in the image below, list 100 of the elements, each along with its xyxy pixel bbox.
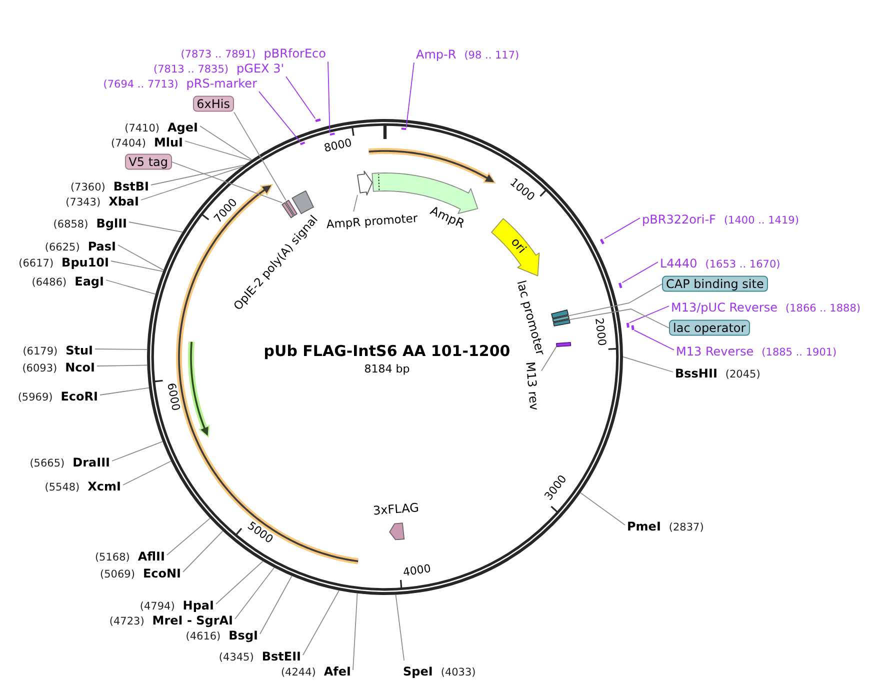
site-position: (5969) <box>18 391 53 404</box>
leader-line <box>200 126 252 160</box>
enzyme-name: EagI <box>74 274 104 289</box>
enzyme-name: HpaI <box>182 598 214 613</box>
site-position: (5069) <box>100 568 135 581</box>
leader-line <box>216 560 264 604</box>
enzyme-name: AgeI <box>168 120 198 135</box>
primer-position: (98 .. 117) <box>464 49 520 62</box>
site-position: (7343) <box>66 196 101 209</box>
site-position: (5168) <box>94 551 130 564</box>
enzyme-name: BstEII <box>262 649 301 664</box>
enzyme-name: BstBI <box>113 179 149 194</box>
site-position: (4616) <box>186 630 221 643</box>
enzyme-name: NcoI <box>65 360 95 375</box>
enzyme-name: BsgI <box>228 628 258 643</box>
enzyme-name: SpeI <box>403 664 433 679</box>
feature-label: ori <box>507 235 528 256</box>
enzyme-name: XbaI <box>108 194 139 209</box>
leader-line <box>541 346 557 372</box>
leader-line <box>628 306 670 324</box>
feature-label: AmpR promoter <box>326 212 418 232</box>
primer-position: (7694 .. 7713) <box>103 78 178 91</box>
site-position: (4723) <box>109 615 144 628</box>
leader-line <box>182 530 224 572</box>
primer-name: pBR322ori-F <box>642 212 716 227</box>
primer-position: (1866 .. 1888) <box>786 302 860 315</box>
leader-line <box>580 492 626 526</box>
site-position: (4794) <box>140 600 175 613</box>
primer-name: M13/pUC Reverse <box>671 300 778 315</box>
leader-line <box>118 244 164 271</box>
leader-line <box>568 284 662 316</box>
primer-position: (1653 .. 1670) <box>705 258 780 271</box>
leader-line <box>184 140 252 161</box>
leader-line <box>260 576 292 634</box>
enzyme-name: AflII <box>138 549 165 564</box>
primer-name: L4440 <box>660 256 698 271</box>
feature-label: V5 tag <box>124 154 172 170</box>
scale-number: 4000 <box>402 562 432 579</box>
leader-line <box>634 330 674 350</box>
site-position: (6858) <box>53 218 88 231</box>
leader-line <box>286 76 316 119</box>
primer-position: (1885 .. 1901) <box>762 346 837 359</box>
leader-line <box>112 441 163 462</box>
leader-line <box>166 518 210 556</box>
leader-line <box>353 194 358 212</box>
enzyme-name: EcoNI <box>142 566 181 581</box>
leader-line <box>622 262 658 284</box>
site-position: (6093) <box>22 362 58 375</box>
site-position: (2837) <box>668 521 704 534</box>
primer-name: pRS-marker <box>186 76 257 91</box>
scale-number: 8000 <box>322 137 353 156</box>
leader-line <box>406 62 414 128</box>
leader-line <box>100 387 150 396</box>
enzyme-name: AfeI <box>324 664 351 679</box>
site-position: (4033) <box>440 666 476 679</box>
site-position: (7410) <box>124 122 160 135</box>
leader-line <box>258 91 300 142</box>
leader-line <box>122 460 172 486</box>
leader-line <box>352 592 358 670</box>
feature-label: 6xHis <box>192 96 234 112</box>
feature-label: lac operator <box>669 320 750 336</box>
site-position: (6179) <box>22 345 58 358</box>
enzyme-name: MluI <box>154 135 183 150</box>
leader-line <box>140 166 242 200</box>
feature-label: M13 rev <box>522 360 542 410</box>
enzyme-name: StuI <box>66 343 93 358</box>
leader-line <box>150 164 245 186</box>
leader-line <box>106 280 156 295</box>
site-position: (7404) <box>111 137 146 150</box>
site-position: (7360) <box>70 181 106 194</box>
feature-label: 3xFLAG <box>372 501 420 518</box>
site-position: (4244) <box>280 666 316 679</box>
primer-name: pGEX 3' <box>236 61 284 76</box>
leader-line <box>395 594 405 661</box>
site-position: (5665) <box>30 457 65 470</box>
primer-name: Amp-R <box>416 47 456 62</box>
leader-line <box>569 308 670 328</box>
enzyme-name: PmeI <box>627 519 661 534</box>
enzyme-name: BssHII <box>675 366 718 381</box>
leader-line <box>94 348 148 350</box>
primer-position: (7813 .. 7835) <box>154 63 229 76</box>
scale-number: 2000 <box>592 318 608 348</box>
enzyme-name: PasI <box>88 239 116 254</box>
site-position: (6625) <box>44 241 80 254</box>
site-position: (4345) <box>218 651 254 664</box>
plasmid-name: pUb FLAG-IntS6 AA 101-1200 <box>264 342 510 360</box>
enzyme-name: DraIII <box>72 455 110 470</box>
leader-line <box>622 356 674 372</box>
leader-line <box>234 112 286 201</box>
feature-label: CAP binding site <box>662 276 768 292</box>
leader-line <box>110 260 164 272</box>
enzyme-name: MreI - SgrAI <box>152 613 233 628</box>
site-position: (5548) <box>44 481 80 494</box>
scale-number: 6000 <box>164 382 182 412</box>
site-position: (2045) <box>725 368 760 381</box>
leader-line <box>172 162 283 204</box>
leader-line <box>328 61 330 134</box>
sequence-length: 8184 bp <box>364 362 410 376</box>
site-position: (6617) <box>18 257 54 270</box>
primer-position: (7873 .. 7891) <box>180 48 256 61</box>
